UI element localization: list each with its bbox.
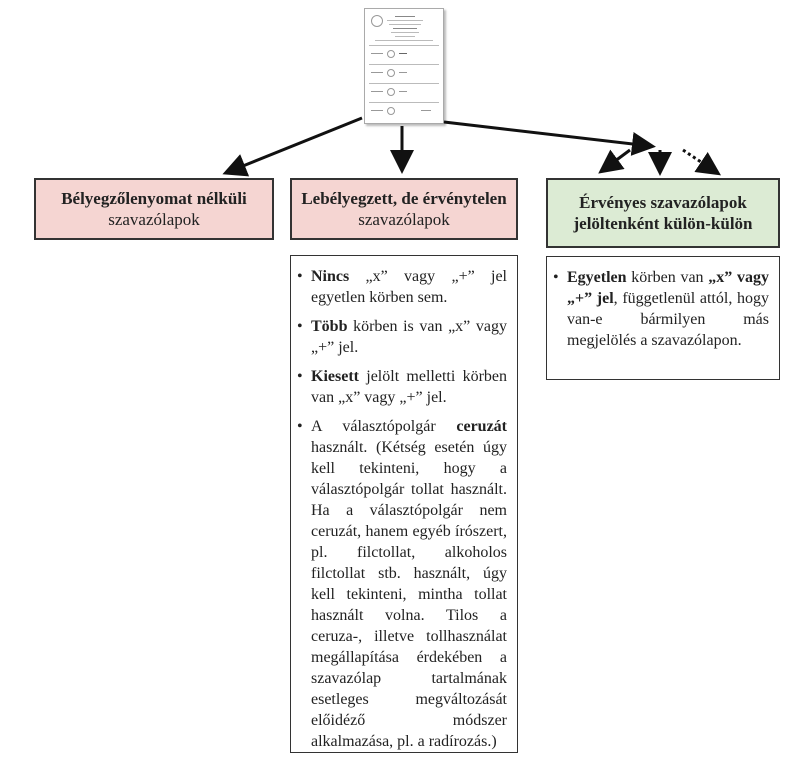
list-item: Nincs „x” vagy „+” jel egyetlen körben s… bbox=[291, 266, 507, 308]
arrow-valid-split-1 bbox=[598, 148, 631, 174]
unstamped-subtitle: szavazólapok bbox=[108, 210, 200, 229]
invalid-ballots-box: Lebélyegzett, de érvénytelen szavazólapo… bbox=[290, 178, 518, 240]
valid-ballots-box: Érvényes szavazólapok jelöltenként külön… bbox=[546, 178, 780, 248]
arrow-to-unstamped bbox=[222, 116, 363, 177]
unstamped-title: Bélyegzőlenyomat nélküli bbox=[61, 189, 247, 208]
invalid-criteria-panel: Nincs „x” vagy „+” jel egyetlen körben s… bbox=[290, 255, 518, 753]
invalid-title: Lebélyegzett, de érvénytelen bbox=[301, 189, 507, 208]
list-item: Egyetlen körben van „x” vagy „+” jel, fü… bbox=[547, 267, 769, 351]
list-item: Több körben is van „x” vagy „+” jel. bbox=[291, 316, 507, 358]
arrow-valid-split-dotted bbox=[682, 148, 721, 176]
valid-title-line2: jelöltenként külön-külön bbox=[573, 214, 753, 233]
valid-criteria-panel: Egyetlen körben van „x” vagy „+” jel, fü… bbox=[546, 256, 780, 380]
ballot-thumbnail bbox=[364, 8, 444, 124]
list-item: A választópolgár ceruzát használt. (Kéts… bbox=[291, 416, 507, 752]
arrow-to-valid bbox=[443, 120, 656, 156]
valid-title-line1: Érvényes szavazólapok bbox=[579, 193, 747, 212]
list-item: Kiesett jelölt melletti körben van „x” v… bbox=[291, 366, 507, 408]
unstamped-ballots-box: Bélyegzőlenyomat nélküli szavazólapok bbox=[34, 178, 274, 240]
invalid-subtitle: szavazólapok bbox=[358, 210, 450, 229]
stamp-circle-icon bbox=[371, 15, 383, 27]
